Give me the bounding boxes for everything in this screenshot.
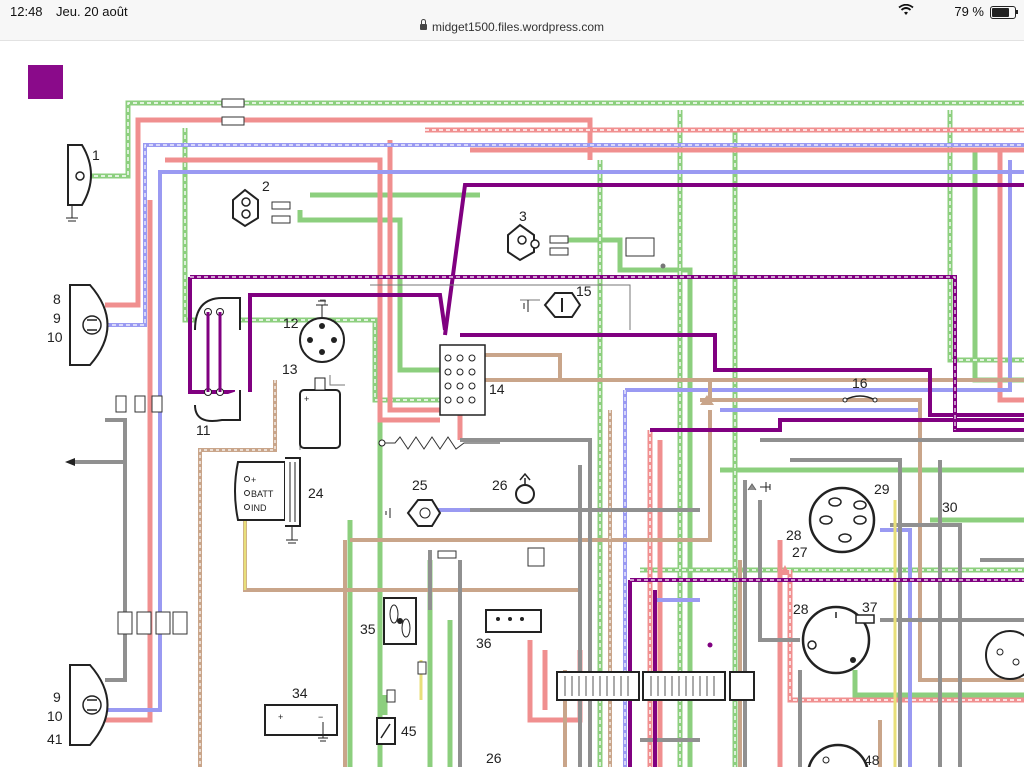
label-11: 11	[196, 422, 211, 438]
label-24: 24	[308, 485, 324, 501]
status-time: 12:48	[10, 4, 43, 19]
label-13: 13	[282, 361, 298, 377]
label-48: 48	[864, 752, 880, 767]
label-14: 14	[489, 381, 505, 397]
svg-text:+: +	[304, 394, 309, 404]
purple-wires	[188, 183, 1024, 767]
label-34: 34	[292, 685, 308, 701]
component-11-horn	[194, 297, 241, 422]
wifi-icon	[898, 3, 914, 19]
label-10: 10	[47, 329, 63, 345]
component-12-distributor	[299, 300, 345, 363]
green-wires	[80, 100, 1024, 767]
grey-wires	[75, 418, 1024, 767]
component-48-gauge	[807, 743, 869, 767]
status-date: Jeu. 20 août	[56, 4, 128, 19]
arrow-icon	[65, 458, 75, 466]
component-35-motor	[383, 597, 417, 645]
red-arrow-icon	[700, 395, 790, 575]
svg-text:+: +	[251, 475, 256, 485]
label-3: 3	[519, 208, 527, 224]
svg-text:+: +	[278, 712, 283, 722]
component-right-gauge	[985, 630, 1024, 680]
purple-dot	[660, 263, 713, 648]
label-37: 37	[862, 599, 878, 615]
label-15: 15	[576, 283, 592, 299]
component-45-switch	[376, 717, 396, 745]
label-28b: 28	[793, 601, 809, 617]
label-16: 16	[852, 375, 868, 391]
component-24-alternator: +	[234, 457, 301, 544]
label-26b: 26	[486, 750, 502, 766]
component-29-switch	[808, 486, 876, 554]
component-14-terminal-block	[439, 344, 486, 416]
svg-text:−: −	[318, 712, 323, 722]
label-10b: 10	[47, 708, 63, 724]
resistor	[378, 436, 500, 450]
component-1-lamp	[66, 144, 92, 222]
label-27: 27	[792, 544, 808, 560]
label-28: 28	[786, 527, 802, 543]
address-bar[interactable]: midget1500.files.wordpress.com	[0, 19, 1024, 34]
label-36: 36	[476, 635, 492, 651]
label-35: 35	[360, 621, 376, 637]
component-34-battery: + −	[264, 704, 338, 742]
wire-connectors	[115, 98, 655, 703]
component-36	[485, 609, 542, 633]
terminal-ind: IND	[251, 503, 267, 513]
ground-icon	[747, 482, 771, 492]
battery-percent: 79 %	[954, 4, 984, 19]
label-9: 9	[53, 310, 61, 326]
wiring-diagram: + +	[47, 98, 1024, 767]
component-3	[507, 223, 540, 262]
fuse-block	[556, 671, 755, 701]
label-8: 8	[53, 291, 61, 307]
label-9b: 9	[53, 689, 61, 705]
status-bar: 12:48 Jeu. 20 août 79 % midget1500.files…	[0, 0, 1024, 41]
component-16	[842, 395, 878, 403]
battery-fill	[992, 8, 1009, 17]
label-41: 41	[47, 731, 63, 747]
label-29: 29	[874, 481, 890, 497]
component-labels: 1 2 3 8 9 10 11 12 13 14 15 16 24 25 26 …	[47, 147, 958, 767]
component-28-37-gauge	[801, 605, 875, 675]
component-13-coil: +	[299, 377, 341, 449]
url-text: midget1500.files.wordpress.com	[431, 20, 605, 34]
component-15	[523, 292, 582, 318]
component-8-9-10-lamp	[69, 284, 109, 366]
label-45: 45	[401, 723, 417, 739]
battery-icon	[990, 6, 1018, 19]
component-25	[385, 499, 442, 527]
label-30: 30	[942, 499, 958, 515]
label-12: 12	[283, 315, 299, 331]
label-2: 2	[262, 178, 270, 194]
terminal-batt: BATT	[251, 489, 274, 499]
lock-icon	[419, 19, 427, 30]
component-26	[515, 472, 535, 504]
purple-marker	[28, 65, 63, 99]
label-26: 26	[492, 477, 508, 493]
label-25: 25	[412, 477, 428, 493]
component-2	[232, 188, 259, 228]
label-1: 1	[92, 147, 100, 163]
component-9-10-41-lamp	[69, 664, 109, 746]
